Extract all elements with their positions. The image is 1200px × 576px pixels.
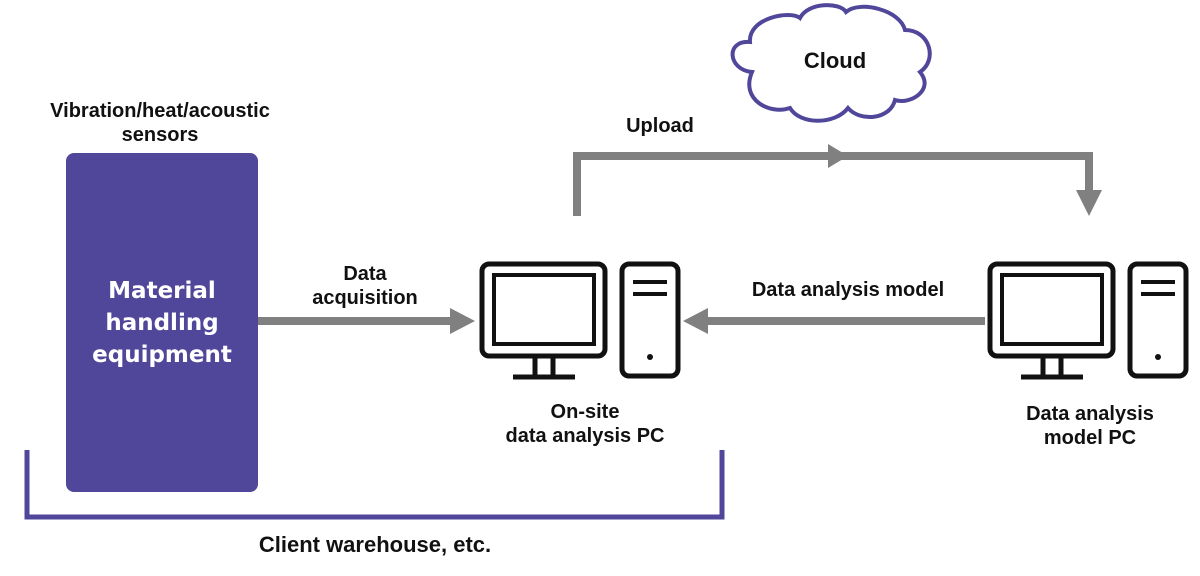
equipment-label-line2: handling [105,310,219,336]
warehouse-label: Client warehouse, etc. [258,532,492,557]
warehouse-bracket [24,450,725,520]
acquisition-label-line1: Data [343,263,387,285]
acquisition-label-line2: acquisition [312,287,418,309]
acquisition-arrow [258,308,475,334]
upload-label: Upload [626,115,694,137]
equipment-box [66,153,258,492]
model-pc-label-line1: Data analysis [1026,403,1154,425]
sensors-label-line1: Vibration/heat/acoustic [50,100,270,122]
cloud-icon [730,3,932,123]
onsite-pc-label-line2: data analysis PC [505,425,665,447]
sensors-label: Vibration/heat/acoustic sensors [10,99,310,147]
model-pc-label-line2: model PC [1043,427,1137,449]
sensors-label-line2: sensors [121,124,199,146]
equipment-label-line1: Material [108,278,216,304]
onsite-pc-icon [479,261,681,380]
model-arrow-label: Data analysis model [751,279,945,301]
cloud-label: Cloud [803,48,867,73]
equipment-label: Material handling equipment [66,275,258,371]
model-pc-icon [987,261,1189,380]
upload-arrow [573,144,1102,216]
onsite-pc-label: On-site data analysis PC [470,400,700,448]
equipment-label-line3: equipment [92,342,232,368]
onsite-pc-label-line1: On-site [550,401,620,423]
acquisition-label: Data acquisition [300,262,430,310]
model-arrow [683,308,985,334]
model-pc-label: Data analysis model PC [1000,402,1180,450]
